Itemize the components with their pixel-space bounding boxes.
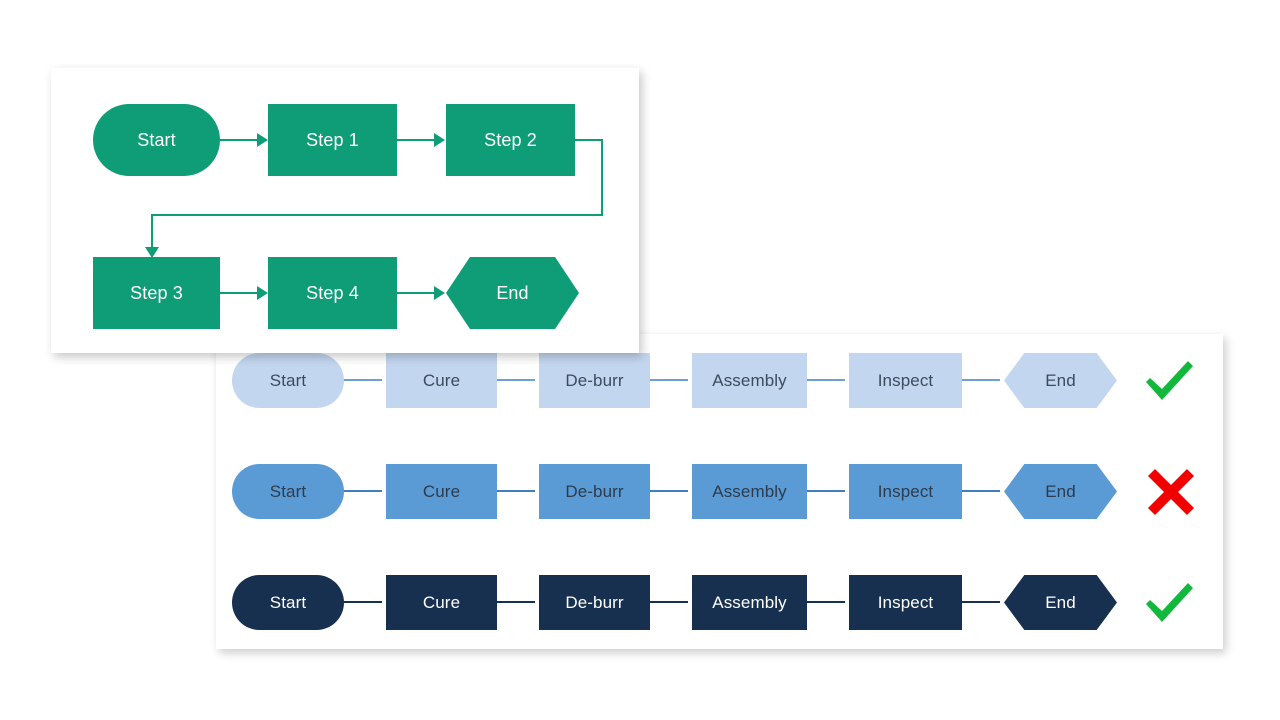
row2-connector-1 — [344, 490, 382, 492]
row1-connector-4 — [807, 379, 845, 381]
row1-connector-2 — [497, 379, 535, 381]
row2-node-start[interactable]: Start — [232, 464, 344, 519]
node-label: End — [1045, 592, 1076, 612]
row3-connector-3 — [650, 601, 688, 603]
node-label: Cure — [422, 481, 461, 501]
row2-node-deburr[interactable]: De-burr — [539, 464, 650, 519]
node-label: De-burr — [565, 592, 624, 612]
node-label: Cure — [422, 370, 461, 390]
node-label: Cure — [422, 592, 461, 612]
connector-wrap-seg-drop — [151, 214, 153, 252]
row3-node-assembly[interactable]: Assembly — [692, 575, 807, 630]
row1-node-start[interactable]: Start — [232, 353, 344, 408]
row2-node-end[interactable]: End — [1004, 464, 1117, 519]
arrowhead-wrap-step3 — [145, 247, 159, 258]
row3-node-deburr[interactable]: De-burr — [539, 575, 650, 630]
connector-wrap-seg-left — [151, 214, 603, 216]
row2-node-cure[interactable]: Cure — [386, 464, 497, 519]
connector-wrap-seg-down — [601, 139, 603, 216]
row1-node-assembly[interactable]: Assembly — [692, 353, 807, 408]
connector-start-step1 — [220, 139, 266, 141]
process-flow-card-green: Start Step 1 Step 2 Step 3 Step 4 End — [51, 68, 639, 353]
connector-step3-step4 — [220, 292, 266, 294]
row2-connector-4 — [807, 490, 845, 492]
node-label: Start — [269, 370, 307, 390]
row2-connector-3 — [650, 490, 688, 492]
row3-node-end[interactable]: End — [1004, 575, 1117, 630]
row1-connector-3 — [650, 379, 688, 381]
node-label: Step 4 — [306, 282, 359, 303]
node-label: De-burr — [565, 481, 624, 501]
status-check-icon-row3 — [1139, 573, 1199, 633]
row2-connector-2 — [497, 490, 535, 492]
node-label: Assembly — [712, 481, 787, 501]
node-label: De-burr — [565, 370, 624, 390]
node-label: End — [1045, 370, 1076, 390]
node-end-green[interactable]: End — [446, 257, 579, 329]
node-label: Step 2 — [484, 129, 537, 150]
node-step3-green[interactable]: Step 3 — [93, 257, 220, 329]
node-label: End — [1045, 481, 1076, 501]
arrowhead-start-step1 — [257, 133, 268, 147]
node-label: Start — [137, 129, 176, 150]
node-label: Step 1 — [306, 129, 359, 150]
process-flow-card-variants: Start Cure De-burr Assembly Inspect End — [216, 334, 1223, 649]
node-label: Inspect — [877, 481, 934, 501]
node-step4-green[interactable]: Step 4 — [268, 257, 397, 329]
row1-node-cure[interactable]: Cure — [386, 353, 497, 408]
row3-connector-2 — [497, 601, 535, 603]
node-label: Inspect — [877, 592, 934, 612]
arrowhead-step1-step2 — [434, 133, 445, 147]
row2-node-inspect[interactable]: Inspect — [849, 464, 962, 519]
row2-connector-5 — [962, 490, 1000, 492]
row2-node-assembly[interactable]: Assembly — [692, 464, 807, 519]
node-start-green[interactable]: Start — [93, 104, 220, 176]
status-cross-icon-row2 — [1141, 461, 1201, 521]
status-check-icon-row1 — [1139, 351, 1199, 411]
row1-node-inspect[interactable]: Inspect — [849, 353, 962, 408]
node-label: Inspect — [877, 370, 934, 390]
row3-node-start[interactable]: Start — [232, 575, 344, 630]
node-step2-green[interactable]: Step 2 — [446, 104, 575, 176]
connector-step4-end — [397, 292, 443, 294]
row1-node-end[interactable]: End — [1004, 353, 1117, 408]
row3-node-inspect[interactable]: Inspect — [849, 575, 962, 630]
node-label: Assembly — [712, 370, 787, 390]
node-label: Start — [269, 592, 307, 612]
row3-connector-5 — [962, 601, 1000, 603]
connector-step1-step2 — [397, 139, 443, 141]
connector-wrap-seg-right — [575, 139, 603, 141]
node-label: Step 3 — [130, 282, 183, 303]
arrowhead-step3-step4 — [257, 286, 268, 300]
node-label: Start — [269, 481, 307, 501]
row1-connector-1 — [344, 379, 382, 381]
node-label: Assembly — [712, 592, 787, 612]
row1-node-deburr[interactable]: De-burr — [539, 353, 650, 408]
arrowhead-step4-end — [434, 286, 445, 300]
row1-connector-5 — [962, 379, 1000, 381]
row3-connector-1 — [344, 601, 382, 603]
row3-connector-4 — [807, 601, 845, 603]
row3-node-cure[interactable]: Cure — [386, 575, 497, 630]
node-step1-green[interactable]: Step 1 — [268, 104, 397, 176]
node-label: End — [496, 282, 529, 303]
